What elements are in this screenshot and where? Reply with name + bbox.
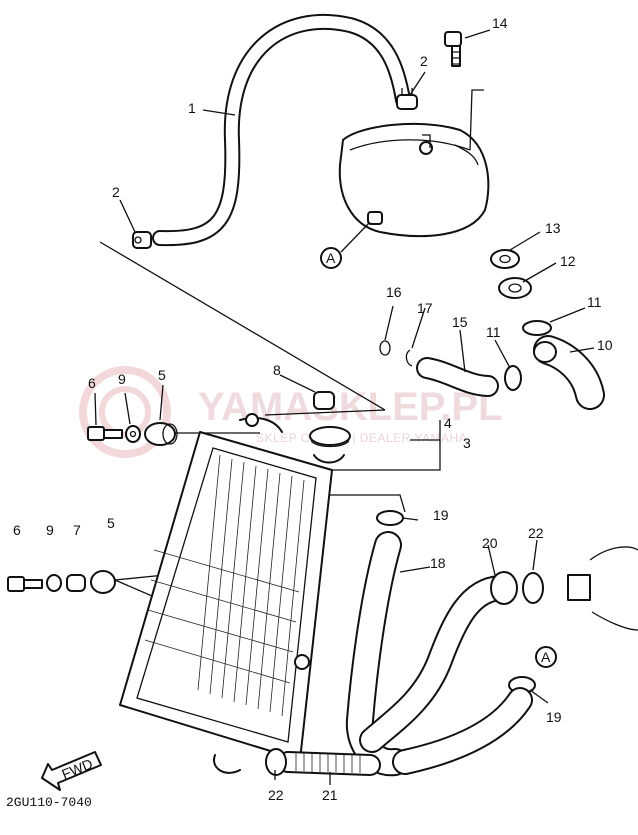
ref-mark-a-lower: A	[535, 646, 557, 668]
fwd-label: FWD	[59, 755, 95, 782]
callout-16: 16	[386, 284, 402, 300]
callout-22-lower: 22	[268, 787, 284, 803]
bolt-6-lower	[7, 576, 43, 592]
washer-9-upper	[125, 425, 141, 443]
grommet-5-upper	[144, 422, 178, 446]
clamp-2-left	[132, 231, 152, 249]
callout-19-upper: 19	[433, 507, 449, 523]
clamp-19-upper	[376, 510, 404, 526]
watermark-subtitle: SKLEP ONLINE | DEALER YAMAHA	[256, 431, 467, 445]
gasket-13	[490, 249, 520, 269]
callout-9-upper: 9	[118, 371, 126, 387]
bolt-6-upper	[87, 426, 123, 441]
hose-1	[152, 13, 411, 247]
callout-7: 7	[73, 522, 81, 538]
diagram-code: 2GU110-7040	[6, 795, 92, 810]
radiator-fins	[144, 454, 305, 717]
reservoir-tank	[338, 89, 490, 238]
clamp-22-upper	[522, 572, 544, 604]
callout-8: 8	[273, 362, 281, 378]
callout-labels: 1 2 2 3 4 5 5 6 6 7 8 9 9 10 11 11 12 13…	[13, 15, 613, 803]
callout-4: 4	[444, 415, 452, 431]
o-ring-17	[405, 349, 413, 367]
clamp-11-left	[504, 365, 522, 391]
callout-1: 1	[188, 100, 196, 116]
callout-14: 14	[492, 15, 508, 31]
callout-22-upper: 22	[528, 525, 544, 541]
callout-11-left: 11	[486, 324, 501, 340]
callout-18: 18	[430, 555, 446, 571]
callout-2-left: 2	[112, 184, 120, 200]
callout-20: 20	[482, 535, 498, 551]
callout-19-lower: 19	[546, 709, 562, 725]
callout-3: 3	[463, 435, 471, 451]
ref-mark-a-upper: A	[320, 221, 371, 269]
collar-7	[66, 574, 86, 592]
leader-lines	[99, 241, 441, 661]
callout-5-upper: 5	[158, 367, 166, 383]
bracket-12	[498, 277, 532, 299]
clamp-11-right	[522, 320, 552, 336]
radiator-cap-4	[309, 426, 351, 464]
pipe-15	[416, 357, 499, 397]
callout-9-lower: 9	[46, 522, 54, 538]
callout-17: 17	[417, 300, 433, 316]
collar-8	[313, 391, 335, 410]
callout-15: 15	[452, 314, 468, 330]
bolt-14	[444, 31, 462, 67]
o-ring-16	[379, 340, 391, 356]
fwd-arrow: FWD	[41, 751, 102, 791]
callout-leaders	[94, 29, 595, 785]
clamp-22-lower	[265, 748, 287, 776]
hose-10	[533, 335, 605, 410]
radiator	[119, 413, 333, 774]
callout-21: 21	[322, 787, 338, 803]
pipe-20	[359, 571, 533, 775]
washer-9-lower	[46, 574, 62, 592]
hose-21	[277, 751, 381, 776]
callout-13: 13	[545, 220, 561, 236]
grommet-5-lower	[90, 570, 116, 594]
callout-6-upper: 6	[88, 375, 96, 391]
callout-12: 12	[560, 253, 576, 269]
callout-2-upper: 2	[420, 53, 428, 69]
callout-11-right: 11	[587, 294, 602, 310]
svg-text:A: A	[326, 250, 336, 266]
callout-5-lower: 5	[107, 515, 115, 531]
engine-outlet	[567, 546, 638, 631]
svg-text:A: A	[541, 649, 551, 665]
callout-6-lower: 6	[13, 522, 21, 538]
callout-10: 10	[597, 337, 613, 353]
watermark-title: YAMASKLEP.PL	[198, 385, 503, 429]
